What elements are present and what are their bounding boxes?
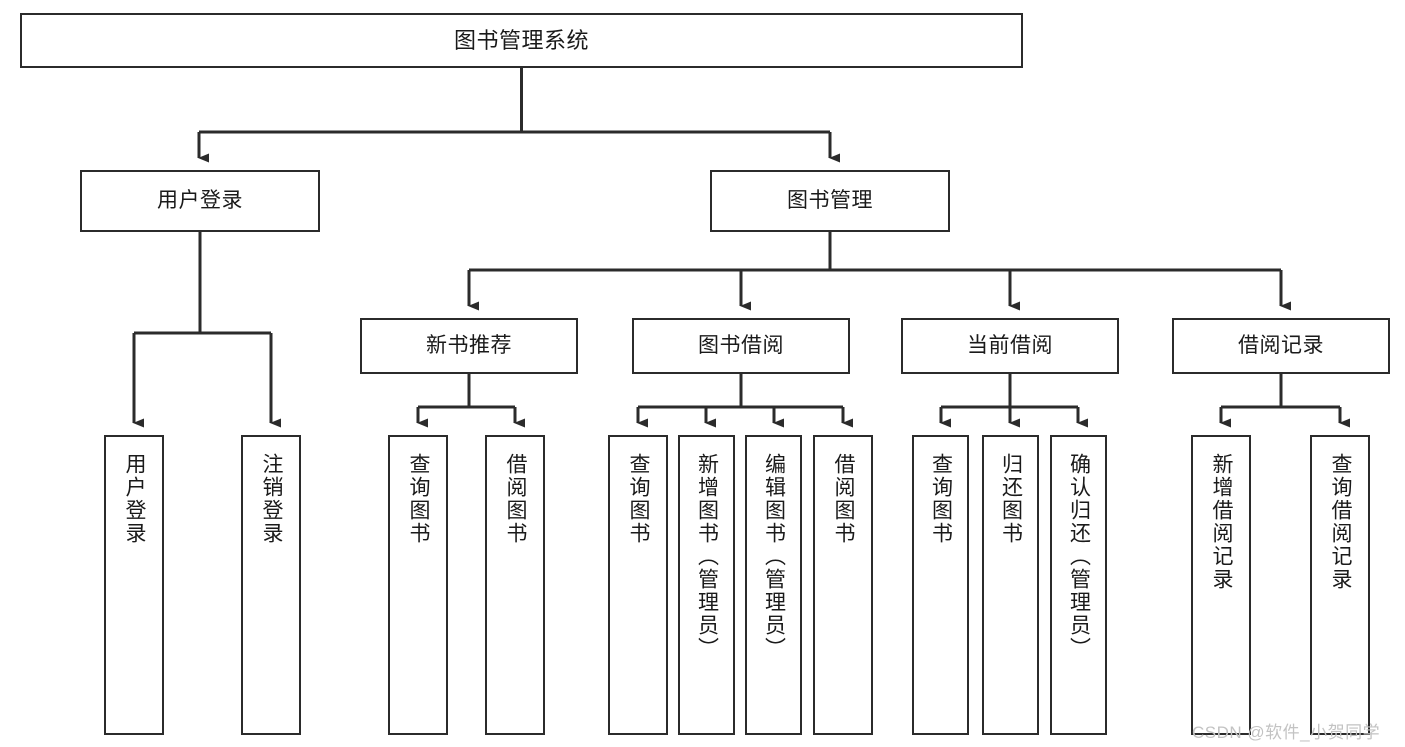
- node-label: 查询图书: [407, 453, 431, 545]
- node-label: 确认归还（管理员）: [1067, 453, 1091, 660]
- node-book-borrowing[interactable]: 图书借阅: [632, 318, 850, 374]
- leaf-query-borrowing-record[interactable]: 查询借阅记录: [1310, 435, 1370, 735]
- node-user-login[interactable]: 用户登录: [80, 170, 320, 232]
- node-label: 注销登录: [260, 453, 284, 545]
- leaf-logout[interactable]: 注销登录: [241, 435, 301, 735]
- node-label: 借阅记录: [1238, 333, 1324, 357]
- leaf-borrow-books-recommendation[interactable]: 借阅图书: [485, 435, 545, 735]
- node-label: 用户登录: [157, 188, 243, 212]
- node-new-book-recommendation[interactable]: 新书推荐: [360, 318, 578, 374]
- node-label: 查询图书: [627, 453, 651, 545]
- leaf-edit-book-admin[interactable]: 编辑图书（管理员）: [745, 435, 802, 735]
- leaf-user-login[interactable]: 用户登录: [104, 435, 164, 735]
- node-label: 借阅图书: [504, 453, 528, 545]
- node-label: 归还图书: [999, 453, 1023, 545]
- leaf-add-borrowing-record[interactable]: 新增借阅记录: [1191, 435, 1251, 735]
- node-label: 新增图书（管理员）: [695, 453, 719, 660]
- leaf-return-books[interactable]: 归还图书: [982, 435, 1039, 735]
- leaf-borrow-books-borrowing[interactable]: 借阅图书: [813, 435, 873, 735]
- node-label: 新书推荐: [426, 333, 512, 357]
- node-label: 图书管理系统: [453, 27, 589, 53]
- node-label: 查询图书: [929, 453, 953, 545]
- node-label: 新增借阅记录: [1210, 453, 1234, 591]
- node-book-management-system[interactable]: 图书管理系统: [20, 13, 1023, 68]
- node-label: 借阅图书: [832, 453, 856, 545]
- leaf-confirm-return-admin[interactable]: 确认归还（管理员）: [1050, 435, 1107, 735]
- node-current-borrowing[interactable]: 当前借阅: [901, 318, 1119, 374]
- node-label: 当前借阅: [967, 333, 1053, 357]
- node-label: 编辑图书（管理员）: [762, 453, 786, 660]
- csdn-watermark: CSDN @软件_小贺同学: [1192, 723, 1381, 742]
- leaf-add-book-admin[interactable]: 新增图书（管理员）: [678, 435, 735, 735]
- node-borrowing-records[interactable]: 借阅记录: [1172, 318, 1390, 374]
- node-label: 用户登录: [123, 453, 147, 545]
- leaf-query-books-current[interactable]: 查询图书: [912, 435, 969, 735]
- node-label: 查询借阅记录: [1329, 453, 1353, 591]
- node-label: 图书管理: [787, 188, 873, 212]
- leaf-query-books-recommendation[interactable]: 查询图书: [388, 435, 448, 735]
- node-label: 图书借阅: [698, 333, 784, 357]
- node-book-management[interactable]: 图书管理: [710, 170, 950, 232]
- leaf-query-books-borrowing[interactable]: 查询图书: [608, 435, 668, 735]
